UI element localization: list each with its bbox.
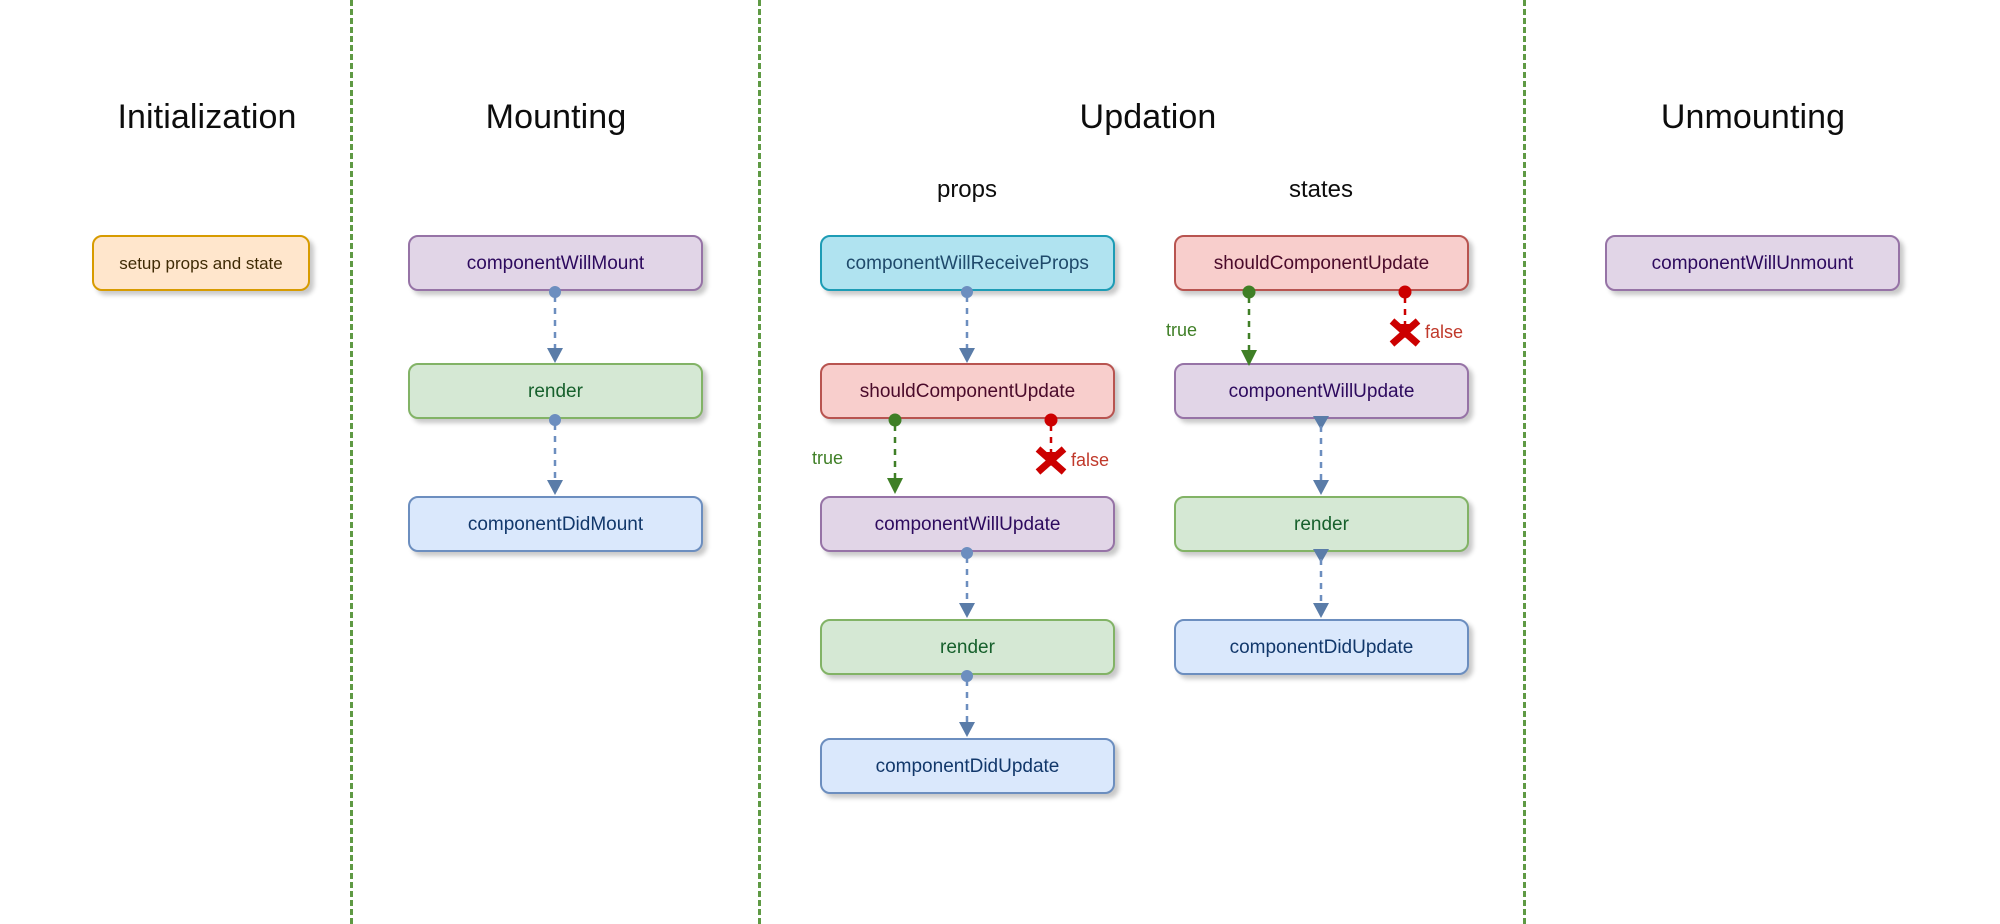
column-title-updation: Updation bbox=[1079, 98, 1217, 136]
node-component-will-mount[interactable]: componentWillMount bbox=[408, 235, 703, 291]
edge-will-update-to-render-props bbox=[952, 547, 982, 623]
edge-label-states-false: false bbox=[1425, 322, 1464, 342]
edge-will-mount-to-render bbox=[540, 286, 570, 368]
column-separator-3 bbox=[1523, 0, 1526, 924]
edge-props-false-branch bbox=[1031, 413, 1071, 486]
column-separator-1 bbox=[350, 0, 353, 924]
node-component-will-update-states[interactable]: componentWillUpdate bbox=[1174, 363, 1469, 419]
subcolumn-title-props: props bbox=[936, 176, 998, 203]
node-setup-props-and-state[interactable]: setup props and state bbox=[92, 235, 310, 291]
edge-will-update-to-render-states bbox=[1306, 416, 1336, 500]
node-render-states[interactable]: render bbox=[1174, 496, 1469, 552]
node-component-will-receive-props[interactable]: componentWillReceiveProps bbox=[820, 235, 1115, 291]
edge-render-to-did-update-props bbox=[952, 670, 982, 742]
node-render-props[interactable]: render bbox=[820, 619, 1115, 675]
edge-props-true-branch bbox=[880, 413, 910, 500]
node-component-did-mount[interactable]: componentDidMount bbox=[408, 496, 703, 552]
node-should-component-update-states[interactable]: shouldComponentUpdate bbox=[1174, 235, 1469, 291]
column-title-initialization: Initialization bbox=[117, 98, 297, 136]
edge-label-states-true: true bbox=[1166, 320, 1198, 340]
node-render-mounting[interactable]: render bbox=[408, 363, 703, 419]
edge-label-props-false: false bbox=[1071, 450, 1110, 470]
node-component-did-update-states[interactable]: componentDidUpdate bbox=[1174, 619, 1469, 675]
edge-states-true-branch bbox=[1234, 285, 1264, 372]
edge-render-to-did-mount bbox=[540, 414, 570, 500]
subcolumn-title-states: states bbox=[1288, 176, 1354, 203]
column-title-mounting: Mounting bbox=[485, 98, 627, 136]
node-should-component-update-props[interactable]: shouldComponentUpdate bbox=[820, 363, 1115, 419]
node-component-will-unmount[interactable]: componentWillUnmount bbox=[1605, 235, 1900, 291]
column-title-unmounting: Unmounting bbox=[1660, 98, 1846, 136]
edge-render-to-did-update-states bbox=[1306, 549, 1336, 623]
edge-states-false-branch bbox=[1385, 285, 1425, 358]
node-component-did-update-props[interactable]: componentDidUpdate bbox=[820, 738, 1115, 794]
edge-label-props-true: true bbox=[812, 448, 844, 468]
column-separator-2 bbox=[758, 0, 761, 924]
node-component-will-update-props[interactable]: componentWillUpdate bbox=[820, 496, 1115, 552]
edge-will-receive-props-to-should-update bbox=[952, 286, 982, 368]
